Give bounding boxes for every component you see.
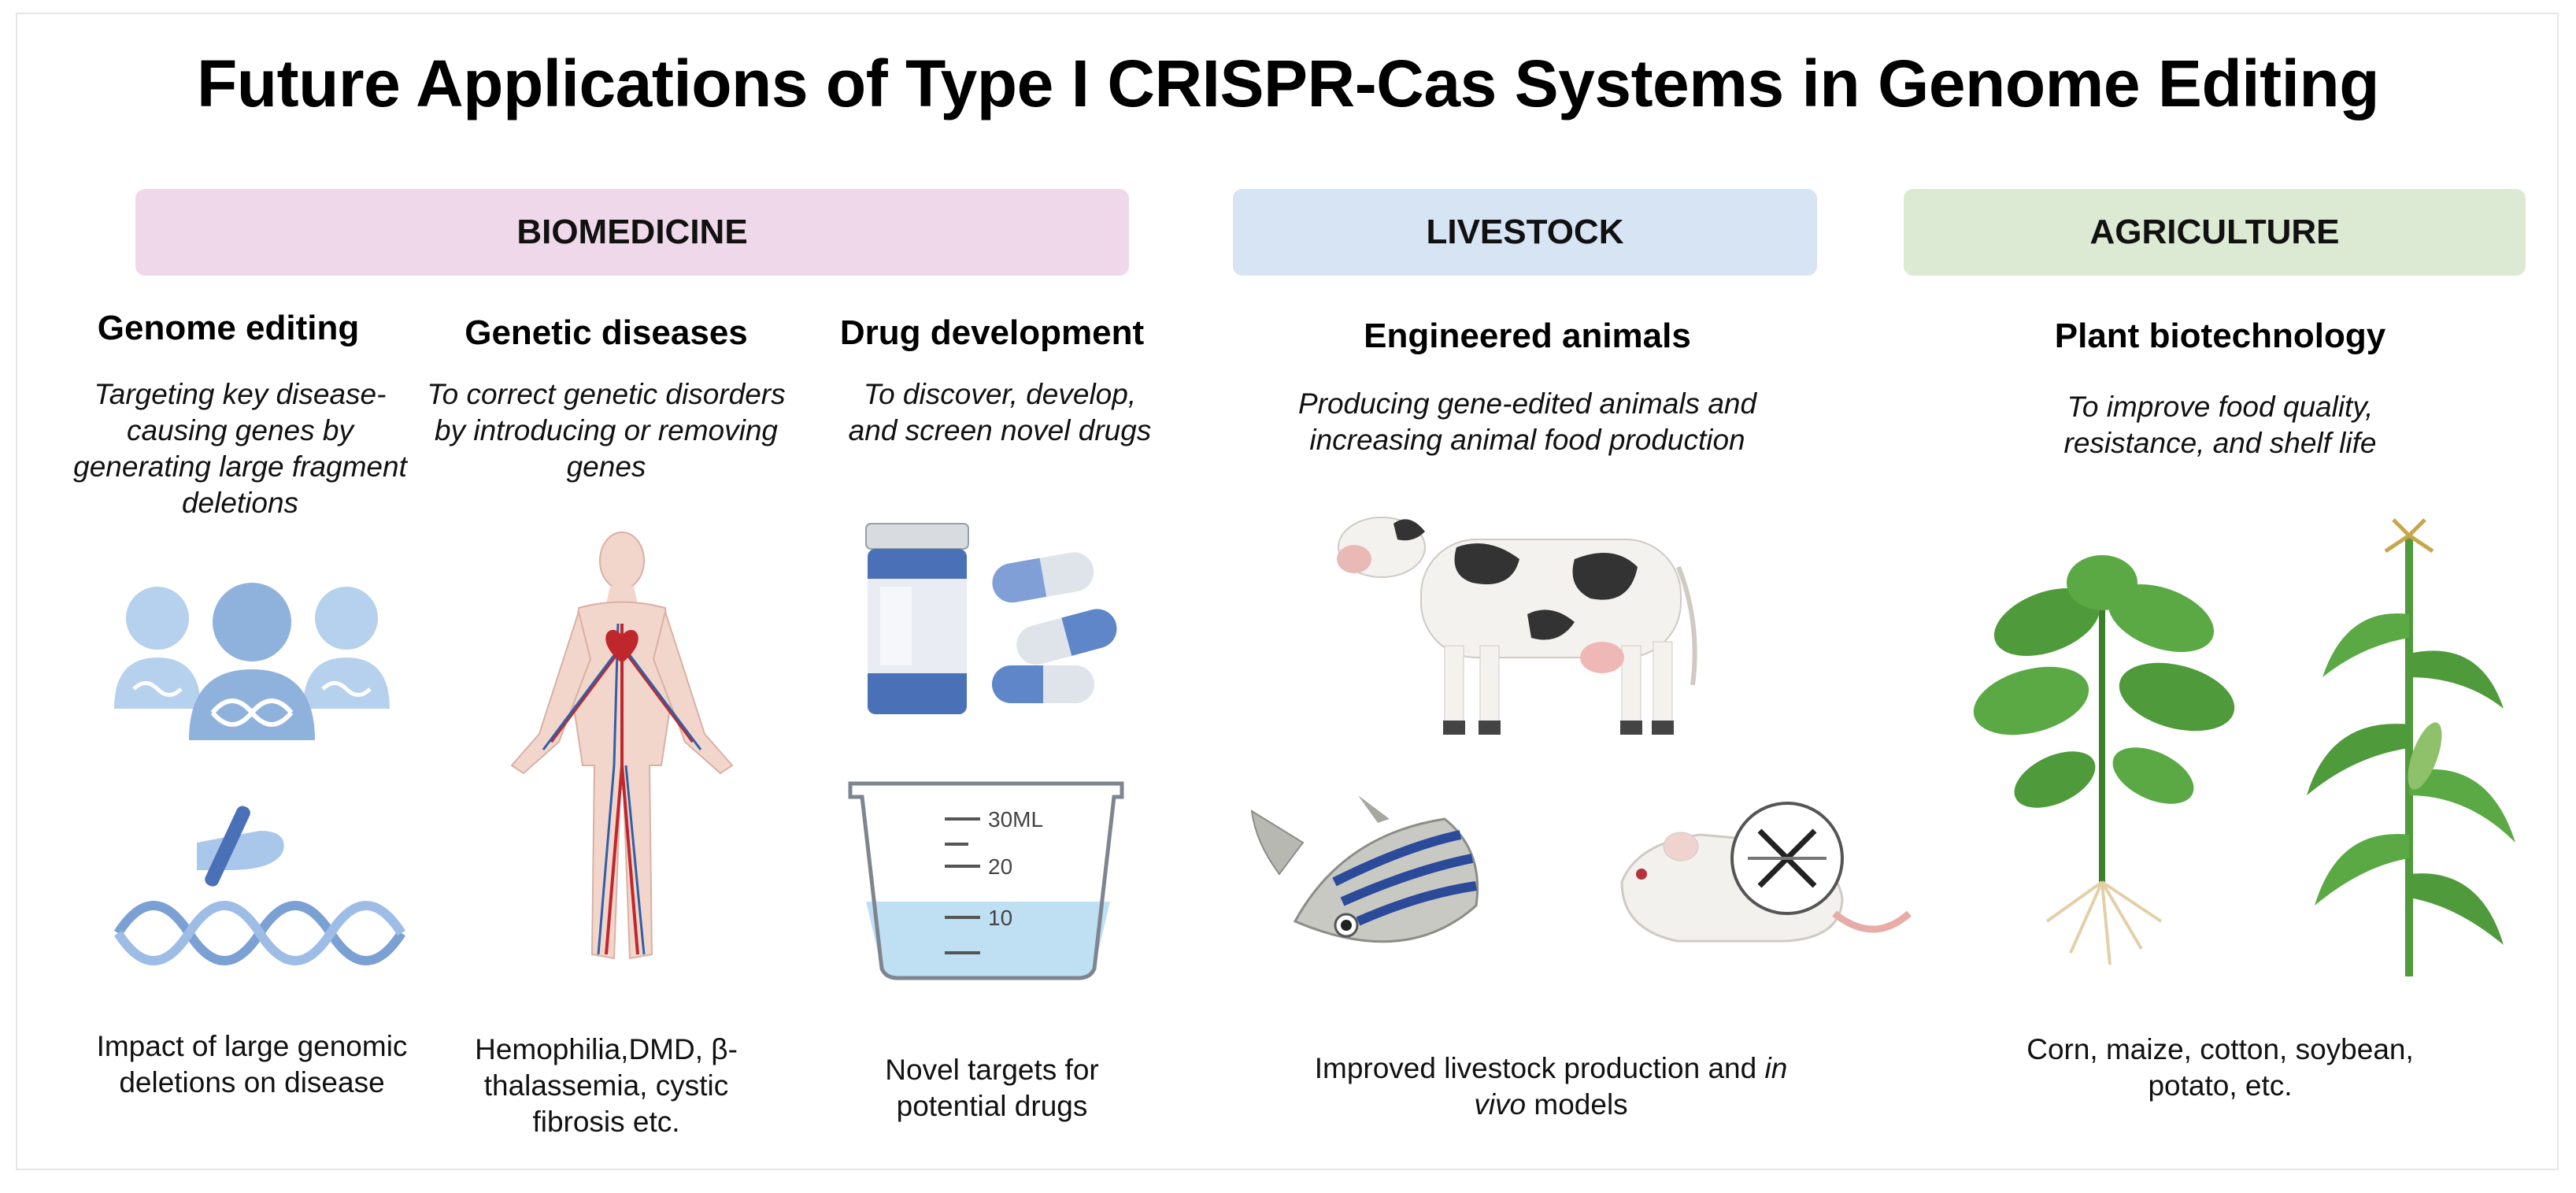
outcome-genome-editing: Impact of large genomic deletions on dis… xyxy=(96,1030,408,1099)
drug-bottle-pills-icon xyxy=(865,523,1117,714)
heading-genetic-diseases: Genetic diseases xyxy=(464,313,748,352)
human-body-icon xyxy=(510,532,734,960)
figure-frame xyxy=(16,13,2559,1170)
outcome-drug-development: Novel targets for potential drugs xyxy=(885,1054,1099,1122)
desc-drug-development: To discover, develop, and screen novel d… xyxy=(848,378,1152,446)
outcome-text-end: models xyxy=(1526,1088,1628,1121)
outcome-genetic-diseases: Hemophilia,DMD, β-thalassemia, cystic fi… xyxy=(475,1033,738,1138)
beaker-mark-20: 20 xyxy=(988,854,1012,879)
desc-engineered-animals: Producing gene-edited animals and increa… xyxy=(1297,387,1757,456)
beaker-mark-10: 10 xyxy=(988,906,1012,930)
outcome-engineered-animals: Improved livestock production and in viv… xyxy=(1307,1050,1795,1123)
dna-editing-icon xyxy=(113,806,406,965)
desc-genome-editing: Targeting key disease-causing genes by g… xyxy=(73,378,407,519)
heading-engineered-animals: Engineered animals xyxy=(1364,317,1691,355)
corn-plant-icon xyxy=(2307,518,2515,976)
leafy-plant-icon xyxy=(1973,555,2235,965)
knockout-mouse-icon xyxy=(1620,802,1912,943)
outcome-plant-biotechnology: Corn, maize, cotton, soybean, potato, et… xyxy=(2026,1033,2414,1102)
zebrafish-icon xyxy=(1250,795,1479,943)
desc-plant-biotechnology: To improve food quality, resistance, and… xyxy=(2063,391,2377,459)
beaker-mark-30: 30ML xyxy=(988,807,1043,832)
heading-drug-development: Drug development xyxy=(839,313,1145,352)
desc-genetic-diseases: To correct genetic disorders by introduc… xyxy=(427,378,786,483)
figure-title: Future Applications of Type I CRISPR-Cas… xyxy=(196,46,2380,120)
beaker-icon: 30ML 20 10 xyxy=(848,781,1124,980)
cow-icon xyxy=(1337,517,1697,735)
heading-plant-biotechnology: Plant biotechnology xyxy=(2054,317,2386,355)
outcome-italic-text: in vivo xyxy=(1474,1052,1788,1121)
heading-genome-editing: Genome editing xyxy=(97,309,360,347)
band-livestock: LIVESTOCK xyxy=(1233,189,1817,276)
band-agriculture: AGRICULTURE xyxy=(1904,189,2526,276)
outcome-text: Improved livestock production and xyxy=(1314,1052,1765,1084)
people-dna-icon xyxy=(114,583,390,740)
band-biomedicine: BIOMEDICINE xyxy=(135,189,1129,276)
